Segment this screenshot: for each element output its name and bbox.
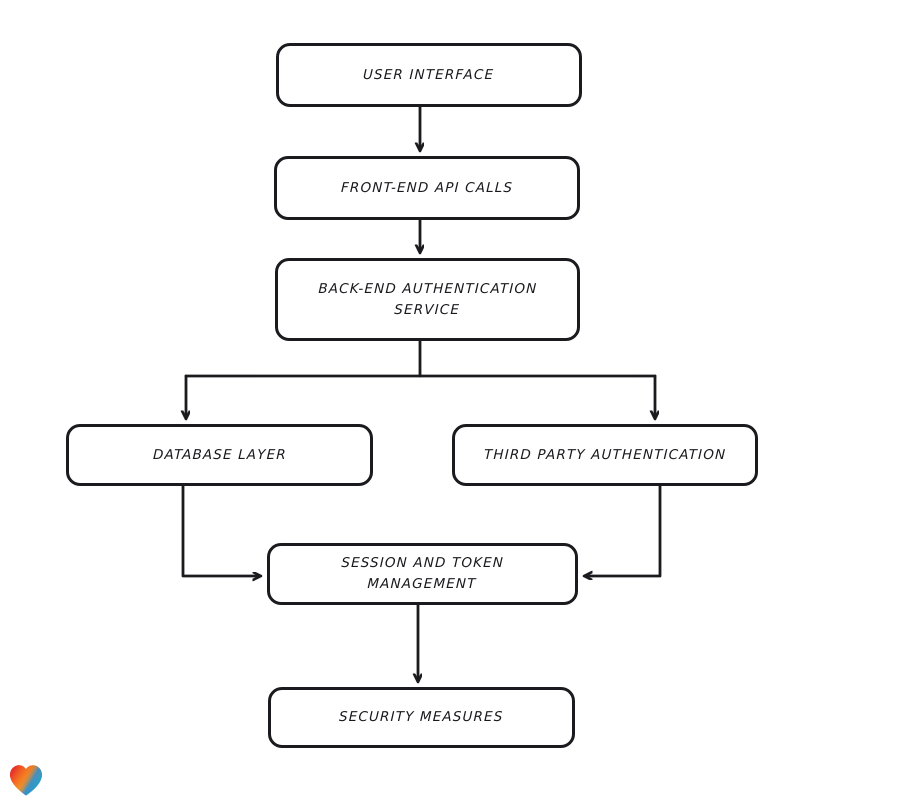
node-security-measures[interactable]: Security Measures [268,687,575,748]
node-label-third-party-authentication: Third Party Authentication [483,446,727,463]
node-backend-authentication-service[interactable]: Back-End Authentication Service [275,258,580,341]
node-label-database-layer: Database Layer [152,446,287,463]
node-database-layer[interactable]: Database Layer [66,424,373,486]
node-user-interface[interactable]: User Interface [276,43,582,107]
edge-database-to-session [181,484,260,576]
node-label-session-and-token-management: Session and Token Management [341,555,505,592]
node-session-and-token-management[interactable]: Session and Token Management [267,543,578,605]
edge-thirdparty-to-session [585,484,662,576]
heart-icon [10,765,42,796]
node-label-frontend-api-calls: Front-End API Calls [340,179,514,196]
node-third-party-authentication[interactable]: Third Party Authentication [452,424,758,486]
node-label-user-interface: User Interface [363,66,495,83]
node-frontend-api-calls[interactable]: Front-End API Calls [274,156,580,220]
node-label-backend-authentication-service: Back-End Authentication Service [318,280,538,318]
node-label-security-measures: Security Measures [339,709,505,726]
